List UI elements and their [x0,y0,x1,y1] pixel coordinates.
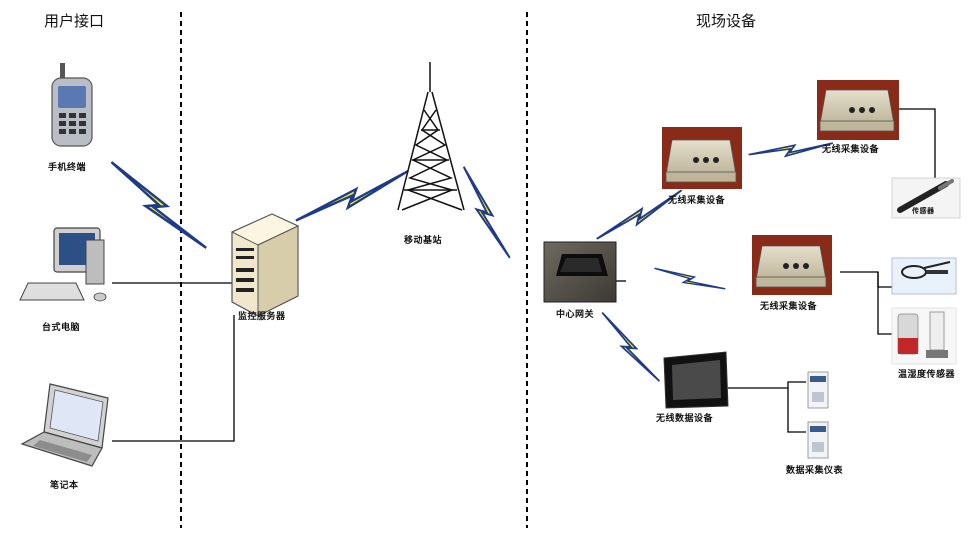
label-laptop: 笔记本 [50,481,79,491]
label-desktop: 台式电脑 [42,323,81,333]
server-tower-icon [230,213,300,317]
data-logger-icon [662,127,742,189]
data-logger-icon [752,235,832,295]
section-title-user: 用户接口 [44,12,105,30]
meter-icon [807,421,829,459]
label-sensor-pair: 温湿度传感器 [898,370,956,380]
label-gateway: 中心网关 [556,310,595,320]
sensor-probe-icon [891,307,957,365]
wired-links [112,108,936,442]
lightning-bolt-icon [653,262,727,295]
lightning-bolt-icon [585,311,677,383]
sensor-probe-icon [891,177,961,219]
label-rtu-top-right: 无线采集设备 [822,145,880,155]
label-sensor-probe: 传感器 [912,207,935,215]
meter-icon [807,371,829,409]
laptop-icon [20,383,109,467]
data-logger-icon [817,80,899,140]
label-server: 监控服务器 [238,312,286,322]
lightning-bolt-icon [93,160,224,250]
label-rtu-bottom: 无线数据设备 [656,414,714,424]
mobile-phone-icon [51,63,93,147]
label-rtu-mid: 无线采集设备 [760,302,818,312]
display-panel-icon [663,351,729,409]
lightning-bolt-icon [294,139,410,253]
sensor-probe-icon [891,257,957,295]
radio-tower-icon [397,62,465,211]
label-meters: 数据采集仪表 [786,466,844,476]
gateway-box-icon [543,241,617,303]
lightning-bolt-icon [438,165,535,260]
label-tower: 移动基站 [404,236,443,246]
desktop-computer-icon [19,227,107,302]
label-rtu-top-mid: 无线采集设备 [668,196,726,206]
section-title-field: 现场设备 [696,12,757,30]
label-phone: 手机终端 [48,163,87,173]
